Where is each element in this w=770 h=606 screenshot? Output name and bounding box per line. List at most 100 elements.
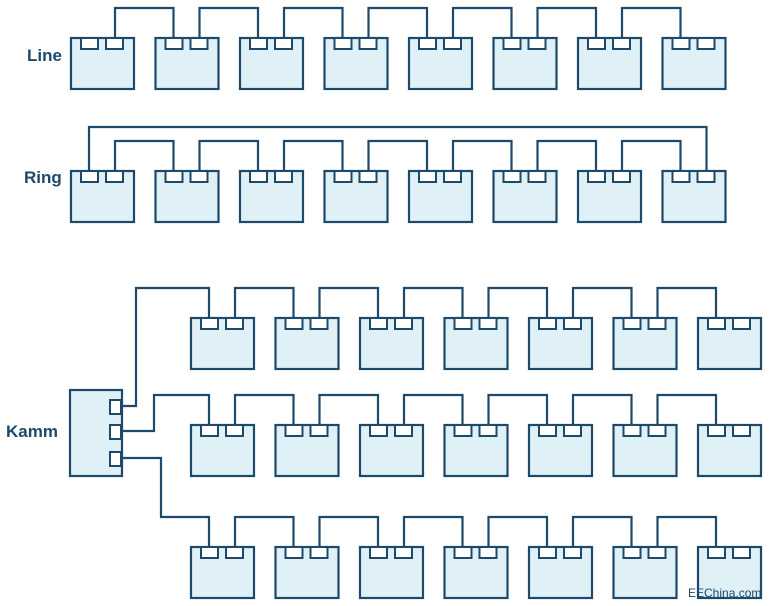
ring-device-2-port-in bbox=[164, 170, 184, 183]
ring-device-4-port-in bbox=[333, 170, 353, 183]
kamm-branch-2-device-1-port-out bbox=[225, 424, 244, 437]
kamm-branch-1-device-6-port-out bbox=[647, 317, 667, 330]
kamm-branch-2-device-4-port-in bbox=[453, 424, 473, 437]
line-link-6 bbox=[536, 6, 598, 38]
kamm-branch-1-device-2-port-out bbox=[309, 317, 329, 330]
line-device-3-port-out bbox=[274, 37, 293, 50]
kamm-branch-3-device-6-port-in bbox=[622, 546, 642, 559]
kamm-branch-2-device-6-port-out bbox=[647, 424, 667, 437]
ring-device-2-port-out bbox=[189, 170, 209, 183]
ring-link-7 bbox=[620, 139, 682, 171]
kamm-branch-1-device-7-port-out bbox=[732, 317, 751, 330]
kamm-branch-2-link-5 bbox=[571, 393, 633, 425]
kamm-branch-1-device-1-port-in bbox=[200, 317, 219, 330]
kamm-hub-port-1 bbox=[109, 399, 122, 415]
line-link-5 bbox=[451, 6, 513, 38]
kamm-branch-3-device-7-port-out bbox=[732, 546, 751, 559]
kamm-branch-2-device-6-port-in bbox=[622, 424, 642, 437]
kamm-branch-2-device-1-port-in bbox=[200, 424, 219, 437]
kamm-branch-2-device-2-port-in bbox=[284, 424, 304, 437]
line-device-6-port-in bbox=[502, 37, 522, 50]
line-link-1 bbox=[113, 6, 175, 38]
line-device-6-port-out bbox=[527, 37, 547, 50]
line-device-5-port-out bbox=[443, 37, 462, 50]
kamm-branch-1-link-2 bbox=[318, 286, 380, 318]
line-device-2-port-out bbox=[189, 37, 209, 50]
kamm-branch-2-device-7-port-out bbox=[732, 424, 751, 437]
kamm-branch-2-link-4 bbox=[487, 393, 549, 425]
ring-device-7-port-out bbox=[612, 170, 631, 183]
kamm-branch-3-device-1-port-in bbox=[200, 546, 219, 559]
kamm-branch-1-link-3 bbox=[402, 286, 464, 318]
kamm-branch-1-device-1-port-out bbox=[225, 317, 244, 330]
watermark: EEChina.com bbox=[688, 586, 762, 600]
kamm-hub-feed-2 bbox=[121, 393, 211, 433]
kamm-branch-1-device-3-port-in bbox=[369, 317, 388, 330]
ring-link-6 bbox=[536, 139, 598, 171]
kamm-branch-3-device-5-port-out bbox=[563, 546, 582, 559]
kamm-branch-2-device-5-port-out bbox=[563, 424, 582, 437]
kamm-branch-1-device-6-port-in bbox=[622, 317, 642, 330]
ring-device-6-port-in bbox=[502, 170, 522, 183]
kamm-branch-3-link-6 bbox=[656, 515, 718, 547]
kamm-branch-2-device-7-port-in bbox=[707, 424, 726, 437]
kamm-hub-feed-1 bbox=[121, 286, 211, 408]
line-device-8-port-out bbox=[696, 37, 716, 50]
kamm-branch-1-link-4 bbox=[487, 286, 549, 318]
line-link-2 bbox=[198, 6, 260, 38]
kamm-branch-3-link-2 bbox=[318, 515, 380, 547]
kamm-hub-port-3 bbox=[109, 451, 122, 467]
ring-device-5-port-out bbox=[443, 170, 462, 183]
kamm-branch-1-device-7-port-in bbox=[707, 317, 726, 330]
kamm-branch-1-device-3-port-out bbox=[394, 317, 413, 330]
kamm-hub-feed-3 bbox=[121, 456, 211, 547]
line-device-7-port-in bbox=[587, 37, 606, 50]
kamm-branch-3-device-5-port-in bbox=[538, 546, 557, 559]
kamm-branch-2-device-3-port-in bbox=[369, 424, 388, 437]
kamm-branch-3-device-2-port-out bbox=[309, 546, 329, 559]
kamm-branch-1-device-4-port-out bbox=[478, 317, 498, 330]
line-device-5-port-in bbox=[418, 37, 437, 50]
ring-link-3 bbox=[282, 139, 344, 171]
line-device-1-port-out bbox=[105, 37, 124, 50]
ring-device-3-port-out bbox=[274, 170, 293, 183]
kamm-branch-3-link-5 bbox=[571, 515, 633, 547]
kamm-branch-3-device-4-port-out bbox=[478, 546, 498, 559]
line-device-8-port-in bbox=[671, 37, 691, 50]
ring-device-7-port-in bbox=[587, 170, 606, 183]
kamm-branch-2-device-4-port-out bbox=[478, 424, 498, 437]
kamm-branch-3-device-3-port-in bbox=[369, 546, 388, 559]
kamm-branch-1-link-5 bbox=[571, 286, 633, 318]
kamm-branch-3-device-3-port-out bbox=[394, 546, 413, 559]
kamm-branch-2-device-5-port-in bbox=[538, 424, 557, 437]
kamm-hub-port-2 bbox=[109, 424, 122, 440]
ring-device-8-port-in bbox=[671, 170, 691, 183]
kamm-branch-1-device-5-port-out bbox=[563, 317, 582, 330]
ring-device-1-port-out bbox=[105, 170, 124, 183]
ring-device-4-port-out bbox=[358, 170, 378, 183]
line-device-3-port-in bbox=[249, 37, 268, 50]
kamm-branch-3-device-2-port-in bbox=[284, 546, 304, 559]
kamm-branch-3-device-1-port-out bbox=[225, 546, 244, 559]
ring-topology-label: Ring bbox=[24, 168, 62, 187]
kamm-branch-2-device-2-port-out bbox=[309, 424, 329, 437]
line-device-2-port-in bbox=[164, 37, 184, 50]
ring-device-5-port-in bbox=[418, 170, 437, 183]
line-device-4-port-in bbox=[333, 37, 353, 50]
kamm-branch-3-link-4 bbox=[487, 515, 549, 547]
ring-return-link bbox=[87, 125, 708, 171]
kamm-branch-2-link-3 bbox=[402, 393, 464, 425]
line-link-3 bbox=[282, 6, 344, 38]
ring-link-2 bbox=[198, 139, 260, 171]
kamm-branch-1-device-5-port-in bbox=[538, 317, 557, 330]
ring-device-8-port-out bbox=[696, 170, 716, 183]
ring-link-1 bbox=[113, 139, 175, 171]
kamm-branch-2-link-1 bbox=[233, 393, 295, 425]
kamm-branch-3-device-6-port-out bbox=[647, 546, 667, 559]
kamm-branch-2-link-2 bbox=[318, 393, 380, 425]
ring-device-1-port-in bbox=[80, 170, 99, 183]
ring-device-3-port-in bbox=[249, 170, 268, 183]
line-link-4 bbox=[367, 6, 429, 38]
line-device-7-port-out bbox=[612, 37, 631, 50]
